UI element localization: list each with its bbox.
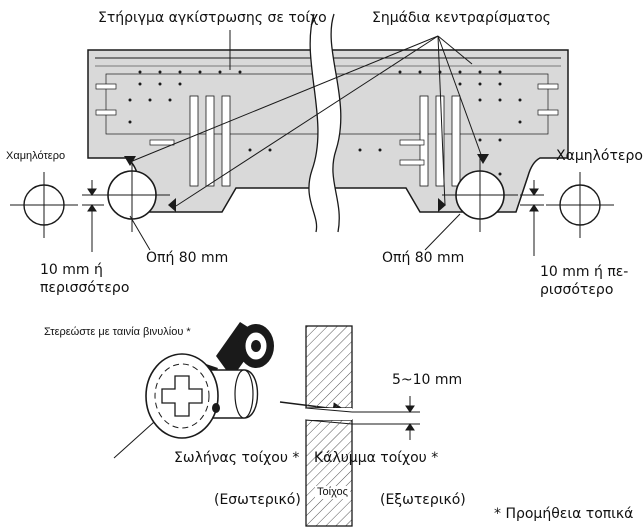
wall-cap-label: Κάλυμμα τοίχου * (314, 450, 439, 466)
cover-leader (113, 421, 155, 459)
slope-dimension (352, 396, 420, 440)
centering-leaders (129, 35, 484, 207)
lower-right-label: Χαμηλότερο (556, 148, 643, 164)
hole-right-label: Οπή 80 mm (382, 250, 465, 266)
centering-marks-label: Σημάδια κεντραρίσματος (372, 10, 551, 26)
wall-label: Τοίχος (315, 486, 350, 499)
gap-right-line2: ρισσότερο (540, 282, 614, 298)
hole-right-inner (442, 158, 518, 232)
slope-label: 5~10 mm (392, 372, 463, 388)
hole-right-leader (424, 213, 461, 251)
gap-marker-left (82, 180, 104, 252)
gap-marker-right (520, 180, 544, 256)
gap-left-line1: 10 mm ή (40, 262, 103, 278)
wall-pipe-label: Σωλήνας τοίχου * (174, 450, 300, 466)
indoor-label: (Εσωτερικό) (214, 492, 301, 508)
hole-right-outer (546, 172, 614, 238)
wall-section (305, 325, 353, 527)
wall-mounting-plate (87, 13, 569, 233)
hole-left-label: Οπή 80 mm (146, 250, 229, 266)
local-supply-note: * Προμήθεια τοπικά (494, 506, 634, 522)
wall-cover (145, 353, 220, 439)
gap-left-line2: περισσότερο (40, 280, 130, 296)
vinyl-tape-label: Στερεώστε με ταινία βινυλίου * (44, 326, 191, 338)
hole-left-outer (10, 172, 78, 238)
centering-marks (124, 154, 489, 212)
wall-plate-label: Στήριγμα αγκίστρωσης σε τοίχο (98, 10, 327, 26)
gap-right-line1: 10 mm ή πε- (540, 264, 629, 280)
outdoor-label: (Εξωτερικό) (380, 492, 466, 508)
lower-left-label: Χαμηλότερο (6, 150, 66, 162)
hole-left-leader (129, 215, 151, 251)
